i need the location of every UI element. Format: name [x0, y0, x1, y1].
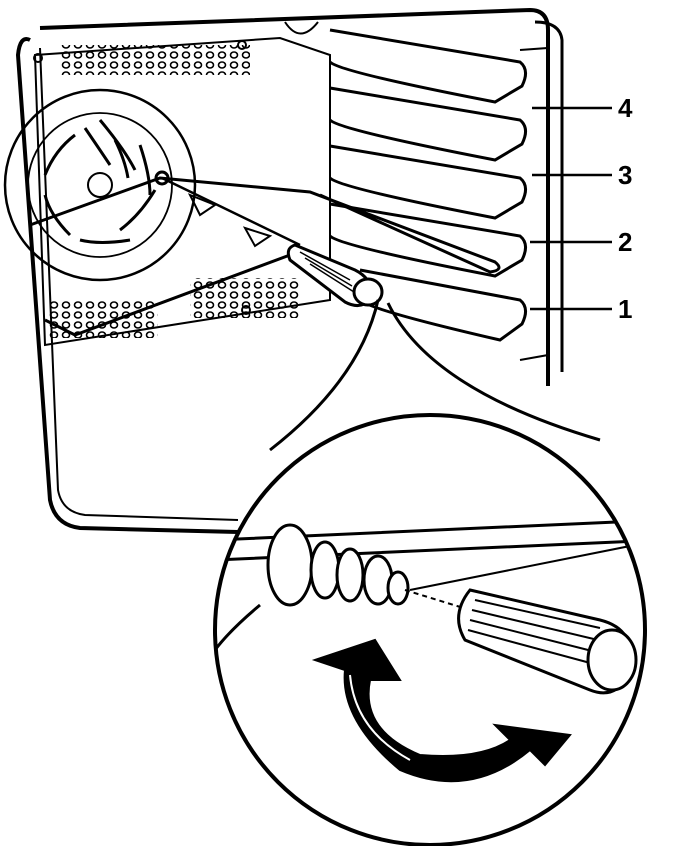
handle-icon: [286, 243, 384, 307]
shelf-label-3: 3: [618, 160, 632, 190]
shelf-labels: 4 3 2 1: [530, 93, 633, 324]
shelf-label-1: 1: [618, 294, 632, 324]
convection-fan-icon: [3, 88, 197, 282]
zoom-detail: [213, 413, 647, 846]
rotisserie-spit-icon: [29, 170, 501, 337]
shelf-label-2: 2: [618, 227, 632, 257]
shelf-rails: [328, 28, 549, 361]
rotation-arrow-icon: [311, 638, 572, 783]
shelf-label-4: 4: [618, 93, 633, 123]
